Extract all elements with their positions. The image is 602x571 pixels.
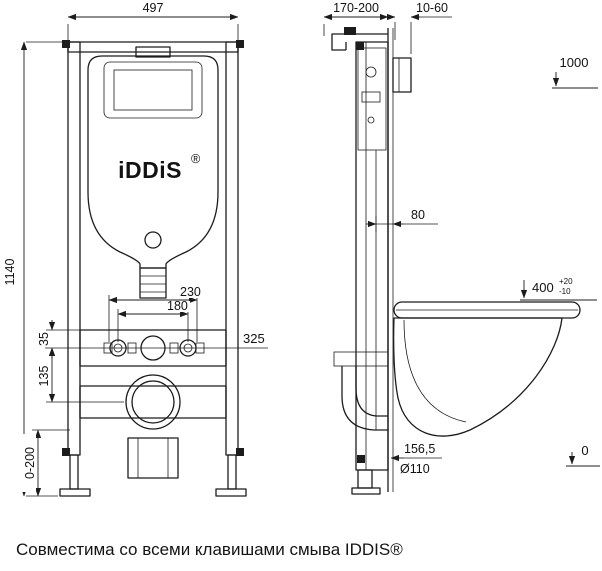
dim-label-bowl-height: 400 xyxy=(532,280,554,295)
side-view xyxy=(331,27,581,495)
dim-rail-offset: 35 xyxy=(37,320,80,358)
dim-label-fastener-outer: 230 xyxy=(180,285,201,299)
dim-front-width: 497 xyxy=(67,1,239,40)
leg-clamp-bolt xyxy=(62,448,70,456)
dim-frame-height: 1140 xyxy=(3,41,64,497)
cistern-side xyxy=(357,47,387,151)
dim-label-bowl-height-minus: -10 xyxy=(559,287,571,296)
side-foot xyxy=(351,487,381,495)
dim-fastener-outer: 230 xyxy=(108,285,205,342)
technical-drawing: iDDiS ® xyxy=(3,1,600,497)
drain-elbow-outer xyxy=(341,366,388,431)
brand-reg-mark: ® xyxy=(191,152,201,166)
flush-button xyxy=(144,231,162,249)
right-foot xyxy=(215,488,247,497)
dim-label-wall-thickness: 10-60 xyxy=(416,1,448,15)
flush-access-inner xyxy=(113,69,193,111)
outlet-bracket xyxy=(333,351,389,367)
front-view: iDDiS ® xyxy=(59,40,247,497)
dim-frame-depth: 170-200 xyxy=(323,1,389,36)
dim-label-outlet-offset: 135 xyxy=(37,366,51,387)
flush-valve-top xyxy=(135,46,171,58)
dim-outlet-depth: 156,5 xyxy=(390,442,442,462)
dim-outlet-offset: 135 xyxy=(37,347,124,403)
dim-label-bowl-height-plus: +20 xyxy=(559,277,573,286)
dim-label-outlet-height: 325 xyxy=(243,331,265,346)
compatibility-caption: Совместима со всеми клавишами смыва IDDI… xyxy=(16,540,403,559)
dim-label-pipe-gap: 80 xyxy=(411,208,425,222)
dim-label-legs-range: 0-200 xyxy=(23,447,37,479)
left-leg xyxy=(69,454,79,490)
frame-side-profile xyxy=(355,41,389,471)
toilet-bowl xyxy=(392,317,563,437)
outlet-box xyxy=(127,437,179,479)
dim-wall-thickness: 10-60 xyxy=(386,1,452,54)
dim-label-button-height: 1000 xyxy=(560,55,589,70)
left-foot xyxy=(59,488,91,497)
dim-floor-level: 0 xyxy=(566,443,600,467)
leg-clamp-bolt xyxy=(236,448,244,456)
dim-label-pipe-diameter: Ø110 xyxy=(400,462,430,476)
dim-bowl-height: 400 +20 -10 xyxy=(520,277,597,301)
dim-label-outlet-depth: 156,5 xyxy=(404,442,435,456)
dim-pipe-diameter: Ø110 xyxy=(400,462,430,476)
valve-side xyxy=(365,66,377,78)
flush-plate-side xyxy=(392,57,412,93)
drain-port-inner xyxy=(131,380,175,424)
dim-label-frame-depth: 170-200 xyxy=(333,1,379,15)
corner-bolt xyxy=(62,40,70,48)
bracket-bolt xyxy=(344,27,356,35)
frame-right-rail xyxy=(225,41,239,456)
brand-logo: iDDiS xyxy=(118,157,182,183)
drain-port-outer xyxy=(125,374,181,430)
side-leg-bolt xyxy=(357,455,365,463)
wall-bracket xyxy=(331,33,388,51)
dim-fastener-inner: 180 xyxy=(117,299,190,342)
dim-button-height: 1000 xyxy=(552,55,598,89)
dim-label-fastener-inner: 180 xyxy=(167,299,188,313)
frame-top-bolt xyxy=(356,42,364,50)
corner-bolt xyxy=(236,40,244,48)
cistern-neck xyxy=(139,267,167,299)
frame-left-rail xyxy=(67,41,81,456)
dim-label-frame-height: 1140 xyxy=(3,259,17,286)
right-leg xyxy=(227,454,237,490)
dim-label-front-width: 497 xyxy=(143,1,164,15)
dim-legs-range: 0-200 xyxy=(21,429,70,497)
dim-pipe-gap: 80 xyxy=(366,208,438,232)
dim-outlet-height: 325 xyxy=(45,331,268,349)
drain-elbow-inner xyxy=(355,366,388,417)
dim-label-rail-offset: 35 xyxy=(37,332,51,346)
side-leg xyxy=(357,469,373,489)
flush-access-window xyxy=(103,61,203,119)
dim-label-floor-level: 0 xyxy=(581,443,588,458)
